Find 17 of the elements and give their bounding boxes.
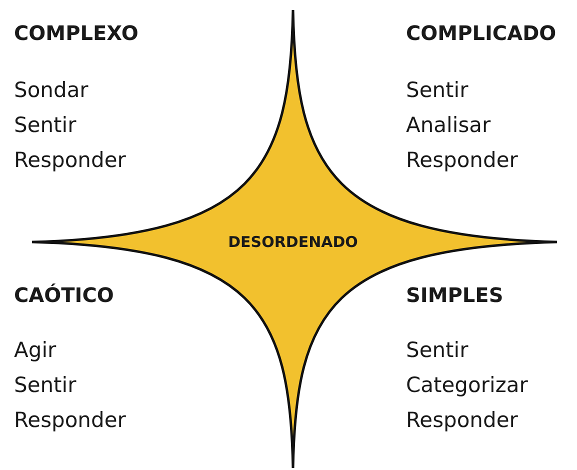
star-label: DESORDENADO (227, 232, 359, 253)
quadrant-action: Sentir (14, 372, 76, 399)
quadrant-action: Analisar (406, 112, 491, 139)
quadrant-action: Sondar (14, 77, 88, 104)
quadrant-heading: CAÓTICO (14, 282, 114, 309)
quadrant-action: Responder (406, 147, 518, 174)
quadrant-heading: COMPLEXO (14, 20, 138, 47)
quadrant-action: Sentir (406, 77, 468, 104)
quadrant-action: Responder (14, 407, 126, 434)
quadrant-action: Sentir (14, 112, 76, 139)
quadrant-heading: COMPLICADO (406, 20, 556, 47)
quadrant-action: Responder (406, 407, 518, 434)
quadrant-heading: SIMPLES (406, 282, 504, 309)
quadrant-action: Responder (14, 147, 126, 174)
quadrant-action: Categorizar (406, 372, 528, 399)
quadrant-action: Agir (14, 337, 56, 364)
quadrant-action: Sentir (406, 337, 468, 364)
